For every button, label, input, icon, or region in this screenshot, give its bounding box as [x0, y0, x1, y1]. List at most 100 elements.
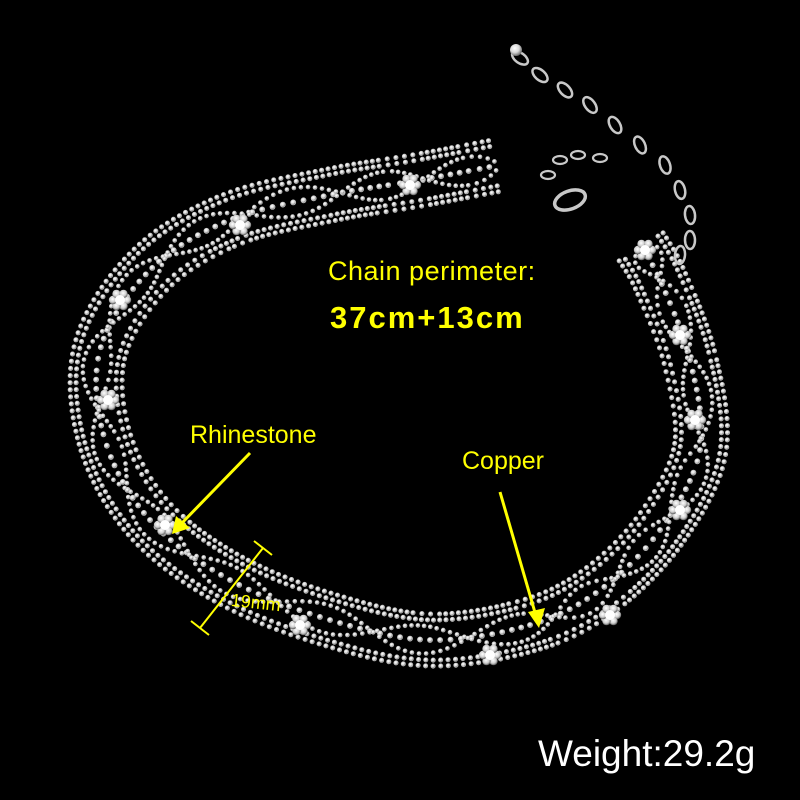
rhinestone — [691, 306, 697, 312]
rhinestone — [261, 214, 267, 219]
rhinestone — [96, 300, 102, 306]
rhinestone — [672, 419, 678, 425]
weight-label: Weight:29.2g — [538, 733, 756, 774]
rhinestone — [430, 657, 436, 663]
rhinestone — [393, 660, 399, 666]
rhinestone — [204, 205, 210, 211]
rhinestone — [319, 220, 325, 226]
rhinestone — [433, 179, 439, 185]
rhinestone — [415, 662, 421, 668]
rhinestone — [710, 341, 716, 347]
rhinestone — [334, 211, 340, 217]
rhinestone — [680, 386, 686, 392]
rhinestone — [615, 546, 621, 552]
rhinestone — [286, 180, 292, 186]
rhinestone — [626, 534, 632, 540]
rhinestone — [621, 573, 627, 578]
rhinestone — [199, 246, 204, 251]
rhinestone — [153, 255, 159, 261]
rhinestone — [164, 287, 170, 293]
rhinestone — [83, 383, 88, 389]
rhinestone — [558, 605, 563, 610]
rhinestone — [211, 544, 217, 550]
rhinestone — [301, 218, 307, 224]
rhinestone — [677, 273, 683, 279]
rhinestone — [675, 319, 681, 326]
rhinestone — [418, 617, 424, 623]
rhinestone — [626, 597, 632, 603]
rhinestone — [170, 512, 176, 518]
rhinestone — [385, 182, 392, 188]
rhinestone — [706, 349, 712, 355]
rhinestone — [80, 454, 86, 460]
rhinestone — [348, 187, 355, 194]
rhinestone — [678, 421, 684, 427]
rhinestone — [461, 634, 467, 640]
rhinestone — [647, 271, 653, 277]
rhinestone — [178, 536, 183, 541]
rhinestone — [541, 626, 546, 632]
rhinestone — [464, 142, 470, 148]
rhinestone — [247, 609, 253, 615]
rhinestone — [254, 612, 260, 618]
rhinestone — [423, 663, 429, 669]
rhinestone — [104, 504, 110, 510]
rhinestone — [254, 235, 260, 241]
rhinestone — [663, 235, 669, 241]
rhinestone — [718, 375, 724, 381]
rhinestone — [68, 365, 74, 371]
rhinestone — [677, 534, 683, 540]
rhinestone — [670, 403, 676, 409]
rhinestone — [394, 654, 400, 660]
rhinestone — [332, 218, 338, 224]
rhinestone — [147, 232, 153, 238]
rhinestone — [696, 318, 702, 324]
rhinestone — [147, 517, 153, 523]
rhinestone — [475, 607, 481, 613]
rhinestone — [209, 566, 216, 573]
rhinestone — [694, 458, 701, 465]
rhinestone — [691, 513, 697, 519]
rhinestone — [456, 169, 463, 176]
rhinestone — [425, 155, 431, 161]
rhinestone — [408, 662, 414, 668]
rhinestone — [100, 431, 107, 438]
rhinestone — [409, 650, 415, 655]
rhinestone — [245, 586, 252, 593]
rhinestone — [493, 168, 499, 173]
rhinestone — [505, 654, 511, 660]
rhinestone — [629, 267, 635, 273]
rhinestone — [659, 263, 665, 269]
flower-motif — [398, 174, 422, 196]
rhinestone — [112, 515, 118, 521]
rhinestone — [362, 212, 368, 218]
rhinestone — [563, 615, 568, 620]
rhinestone — [91, 464, 97, 470]
rhinestone — [290, 214, 295, 219]
rhinestone — [531, 634, 536, 639]
rhinestone — [224, 605, 230, 611]
rhinestone — [284, 187, 290, 192]
rhinestone — [300, 177, 306, 183]
rhinestone — [407, 635, 413, 642]
rhinestone — [421, 623, 427, 629]
rhinestone — [445, 646, 450, 651]
rhinestone — [210, 240, 215, 246]
rhinestone — [376, 163, 382, 169]
rhinestone — [158, 499, 164, 505]
rhinestone — [512, 640, 518, 646]
rhinestone — [281, 629, 287, 635]
rhinestone — [131, 246, 137, 252]
rhinestone — [432, 195, 438, 201]
width-tick-top — [253, 540, 273, 556]
rhinestone — [296, 607, 303, 613]
rhinestone — [198, 208, 204, 214]
rhinestone — [313, 174, 319, 180]
rhinestone — [437, 153, 443, 159]
rhinestone — [693, 444, 699, 449]
rhinestone — [234, 558, 240, 564]
rhinestone — [81, 316, 87, 322]
rhinestone — [660, 230, 666, 236]
rhinestone — [489, 190, 495, 196]
rhinestone — [494, 604, 500, 610]
